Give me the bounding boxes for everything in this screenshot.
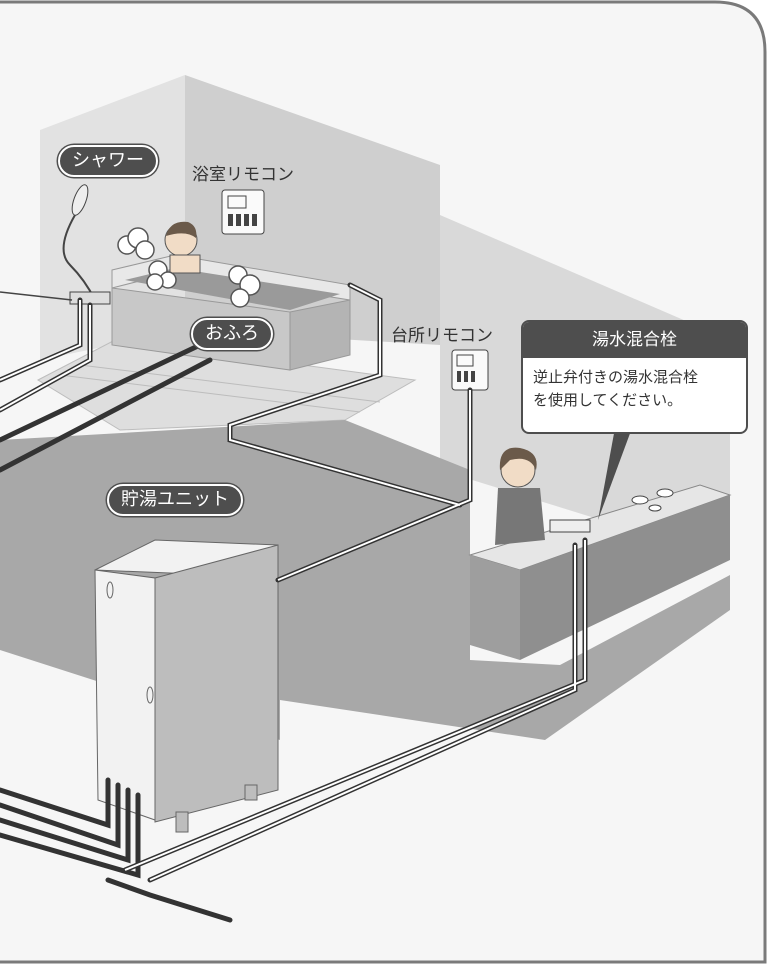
mixing-faucet bbox=[549, 519, 591, 533]
bathtub-side bbox=[289, 299, 351, 371]
callout-title: 湯水混合栓 bbox=[523, 322, 746, 358]
mixing-faucet-callout: 湯水混合栓 逆止弁付きの湯水混合栓 を使用してください。 bbox=[521, 320, 748, 434]
storage-unit-side bbox=[154, 544, 279, 823]
shower-hose bbox=[62, 214, 96, 301]
bathtub-water bbox=[125, 268, 340, 310]
callout-line: を使用してください。 bbox=[533, 391, 683, 409]
shower-label: シャワー bbox=[58, 145, 158, 177]
callout-line: 逆止弁付きの湯水混合栓 bbox=[533, 368, 699, 386]
callout-text: 逆止弁付きの湯水混合栓 を使用してください。 bbox=[523, 358, 746, 420]
storage-unit-legs bbox=[175, 784, 258, 833]
callout-pointer bbox=[598, 428, 632, 520]
bath-label: おふろ bbox=[191, 318, 273, 350]
storage-unit-front bbox=[94, 569, 156, 821]
kitchen-counter-front bbox=[470, 555, 520, 660]
kitchen-remote-label: 台所リモコン bbox=[391, 326, 493, 346]
shower-leader-line bbox=[0, 291, 73, 301]
steam-clouds bbox=[117, 227, 261, 308]
shower-faucet bbox=[69, 291, 111, 305]
bath-remote-label: 浴室リモコン bbox=[192, 165, 294, 185]
shower-head bbox=[71, 184, 89, 216]
storage-unit-label: 貯湯ユニット bbox=[107, 484, 243, 516]
cooktop-burners bbox=[631, 488, 674, 512]
